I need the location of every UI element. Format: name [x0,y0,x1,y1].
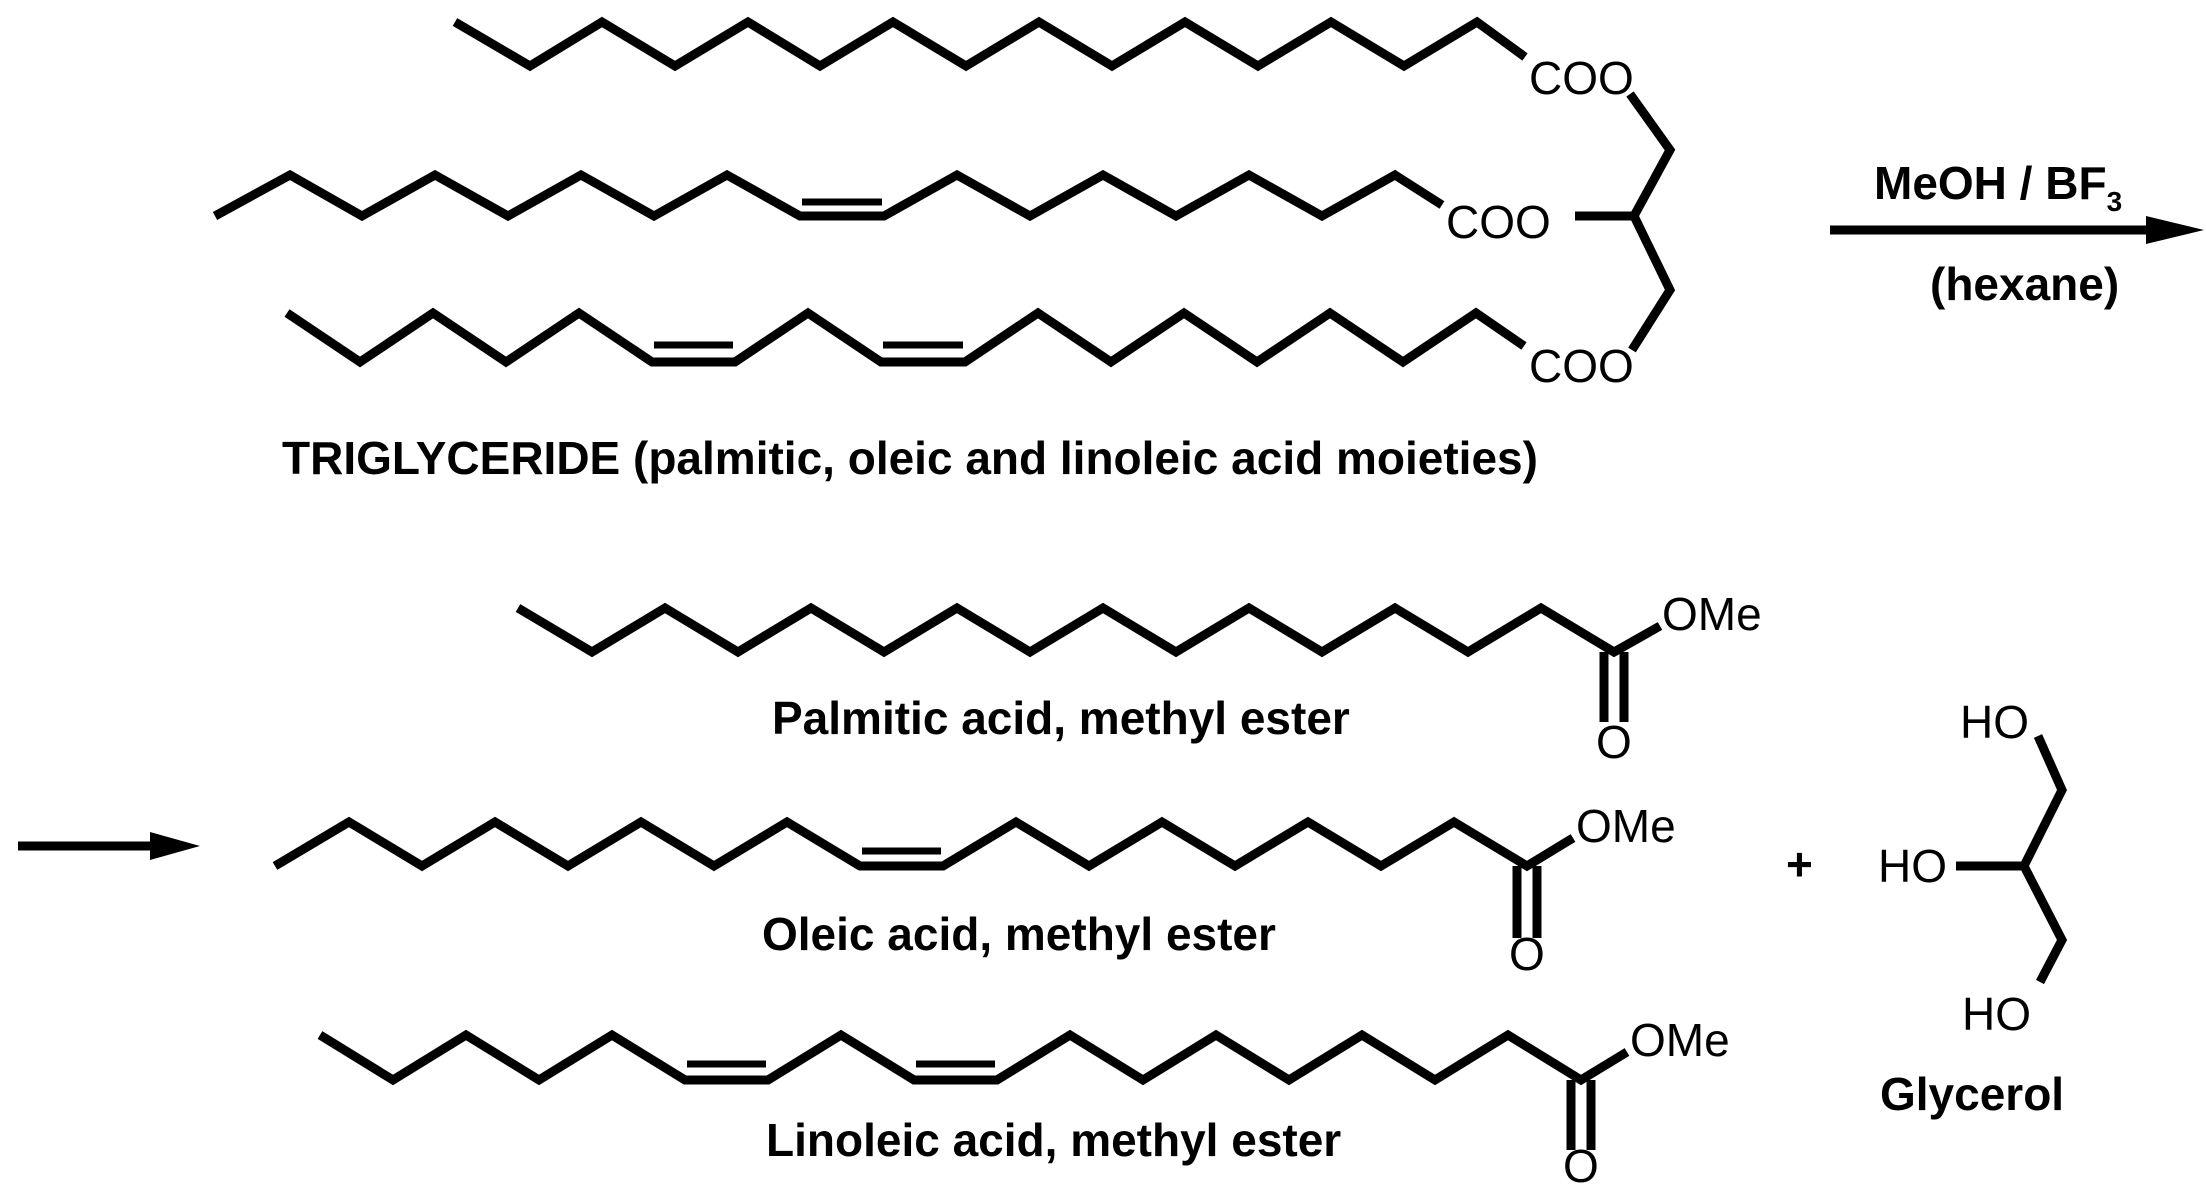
palmitic-methoxy-label: OMe [1662,588,1762,640]
glycerol-top-hydroxyl: HO [1960,696,2029,748]
linoleic-methyl-ester: OMe O Linoleic acid, methyl ester [317,1014,1730,1192]
triglyceride-structure: COO COO COO TRIGLYCERIDE (palmitic, olei… [212,16,1676,484]
linoleic-methoxy-label: OMe [1630,1014,1730,1066]
reaction-arrow-head-bottom [150,832,200,860]
conditions-solvent: (hexane) [1930,258,2119,310]
oleic-methoxy-label: OMe [1576,800,1676,852]
palmitic-carbonyl-oxygen: O [1596,716,1632,768]
linoleic-ester-chain-bond [317,1029,1630,1086]
plus-sign: + [1786,838,1813,890]
glycerol-middle-hydroxyl: HO [1878,840,1947,892]
palmitic-methyl-ester: OMe O Palmitic acid, methyl ester [515,588,1762,768]
oleic-ester-label: COO [1446,196,1551,248]
palmitic-ester-label: COO [1529,52,1634,104]
linoleic-chain-bond [284,307,1527,368]
oleic-caption: Oleic acid, methyl ester [762,908,1276,960]
oleic-carbonyl-oxygen: O [1509,928,1545,980]
palmitic-chain-bond [452,16,1528,72]
oleic-chain-bond [212,169,1445,222]
reaction-arrow-head-top [2146,216,2204,244]
palmitic-caption: Palmitic acid, methyl ester [772,692,1350,744]
linoleic-ester-label: COO [1529,340,1634,392]
glycerol-bottom-hydroxyl: HO [1962,988,2031,1040]
glycerol-structure: HO HO HO Glycerol [1878,696,2068,1120]
triglyceride-caption: TRIGLYCERIDE (palmitic, oleic and linole… [282,432,1538,484]
glycerol-backbone-bond [1626,91,1676,353]
palmitic-ester-chain-bond [515,602,1663,658]
reaction-conditions: MeOH / BF3 (hexane) [18,157,2204,860]
glycerol-chain-bond [2018,734,2068,985]
oleic-ester-chain-bond [272,816,1576,872]
linoleic-caption: Linoleic acid, methyl ester [766,1114,1341,1166]
conditions-reagent: MeOH / BF3 [1874,157,2122,217]
oleic-methyl-ester: OMe O Oleic acid, methyl ester [272,800,1676,980]
glycerol-caption: Glycerol [1880,1068,2064,1120]
linoleic-carbonyl-oxygen: O [1563,1140,1599,1192]
